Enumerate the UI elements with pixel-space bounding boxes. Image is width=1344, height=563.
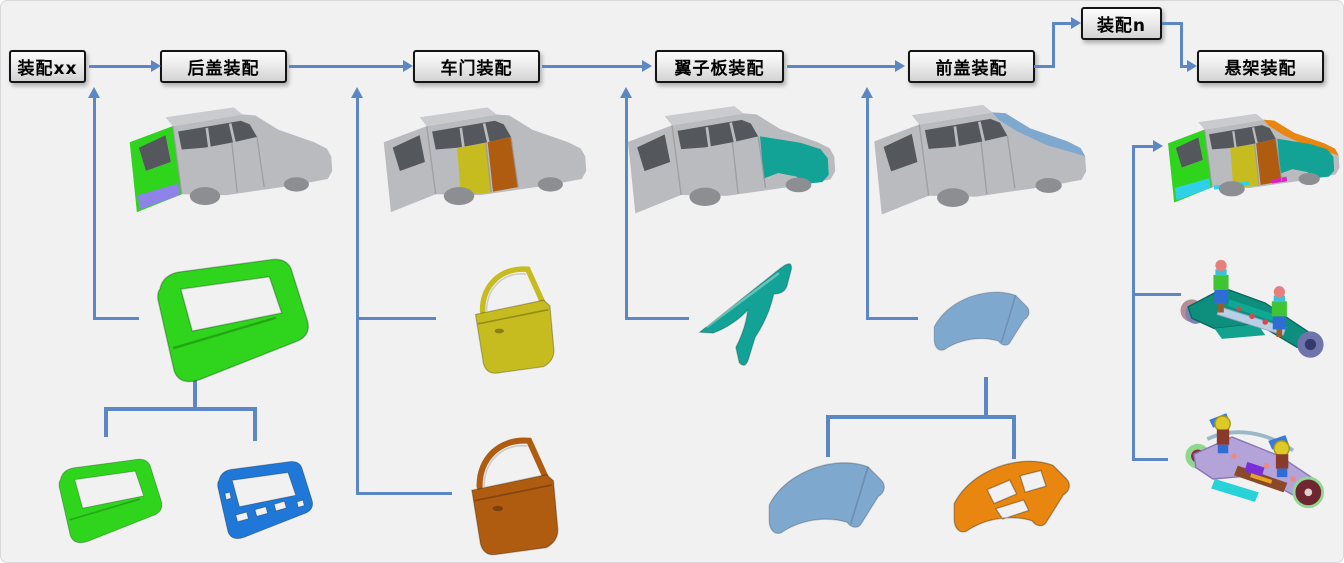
front-door-part (451, 426, 576, 558)
flow-arrowhead (642, 60, 652, 72)
suspension-arrowhead (1153, 140, 1163, 152)
node-label: 后盖装配 (187, 59, 260, 79)
riser-line (93, 97, 96, 320)
flow-arrow-line (89, 65, 151, 68)
bracket-line (1012, 419, 1016, 459)
node-suspension-assembly: 悬架装配 (1197, 50, 1324, 83)
riser-line (625, 317, 689, 320)
flow-elbow-line (1180, 22, 1183, 68)
car-body-after-tailgate-assembly (119, 91, 334, 233)
riser-line (356, 317, 436, 320)
fully-assembled-body (1159, 84, 1341, 236)
flow-elbow-line (1180, 65, 1187, 68)
hood-inner-panel (949, 451, 1079, 543)
rear-door-part (466, 251, 561, 381)
flow-elbow-line (1052, 22, 1055, 68)
flow-elbow-line (1052, 22, 1071, 25)
bracket-line (104, 411, 108, 437)
riser-arrowhead (620, 87, 632, 98)
car-body-after-fender-assembly (617, 91, 837, 233)
flow-elbow-line (1034, 65, 1054, 68)
node-label: 悬架装配 (1224, 59, 1297, 79)
flow-arrow-line (787, 65, 895, 68)
front-suspension-assembly (1173, 393, 1335, 525)
node-assembly-xx: 装配xx (9, 50, 86, 83)
node-label: 装配n (1096, 16, 1147, 36)
riser-line (93, 317, 139, 320)
flow-arrow-line (289, 65, 403, 68)
car-body-after-door-assembly (373, 91, 588, 233)
riser-line (866, 97, 869, 320)
flow-arrowhead (1187, 60, 1197, 72)
car-body-after-hood-assembly (863, 91, 1088, 233)
node-label: 翼子板装配 (674, 59, 765, 79)
flow-arrowhead (1071, 17, 1081, 29)
bracket-line (253, 411, 257, 441)
suspension-connector-line (1132, 146, 1135, 461)
suspension-connector-line (1132, 145, 1153, 148)
suspension-connector-line (1132, 458, 1168, 461)
suspension-connector-line (1132, 293, 1181, 296)
flow-arrow-line (542, 65, 642, 68)
node-label: 车门装配 (440, 59, 513, 79)
flow-arrowhead (403, 60, 413, 72)
riser-arrowhead (351, 87, 363, 98)
flow-arrowhead (895, 60, 905, 72)
riser-line (356, 97, 359, 495)
riser-arrowhead (88, 87, 100, 98)
rear-suspension-assembly (1173, 249, 1333, 377)
bracket-line (984, 377, 988, 417)
node-door-assembly: 车门装配 (413, 50, 540, 83)
bracket-line (104, 407, 257, 411)
flow-elbow-line (1162, 22, 1182, 25)
tailgate-outer-panel (41, 446, 171, 558)
tailgate-part (129, 253, 324, 391)
riser-line (356, 492, 452, 495)
riser-line (625, 97, 628, 320)
node-fender-assembly: 翼子板装配 (655, 50, 784, 83)
hood-outer-panel (764, 451, 894, 546)
hood-part (916, 284, 1051, 359)
fender-part (696, 253, 806, 371)
riser-arrowhead (861, 87, 873, 98)
bracket-line (826, 415, 1016, 419)
node-hood-assembly: 前盖装配 (908, 50, 1035, 83)
bracket-line (826, 419, 830, 457)
node-assembly-n: 装配n (1081, 7, 1162, 40)
node-tailgate-assembly: 后盖装配 (160, 50, 287, 83)
node-label: 装配xx (17, 59, 78, 79)
tailgate-inner-panel (201, 446, 321, 556)
node-label: 前盖装配 (935, 59, 1008, 79)
riser-line (866, 317, 918, 320)
flow-arrowhead (151, 60, 161, 72)
